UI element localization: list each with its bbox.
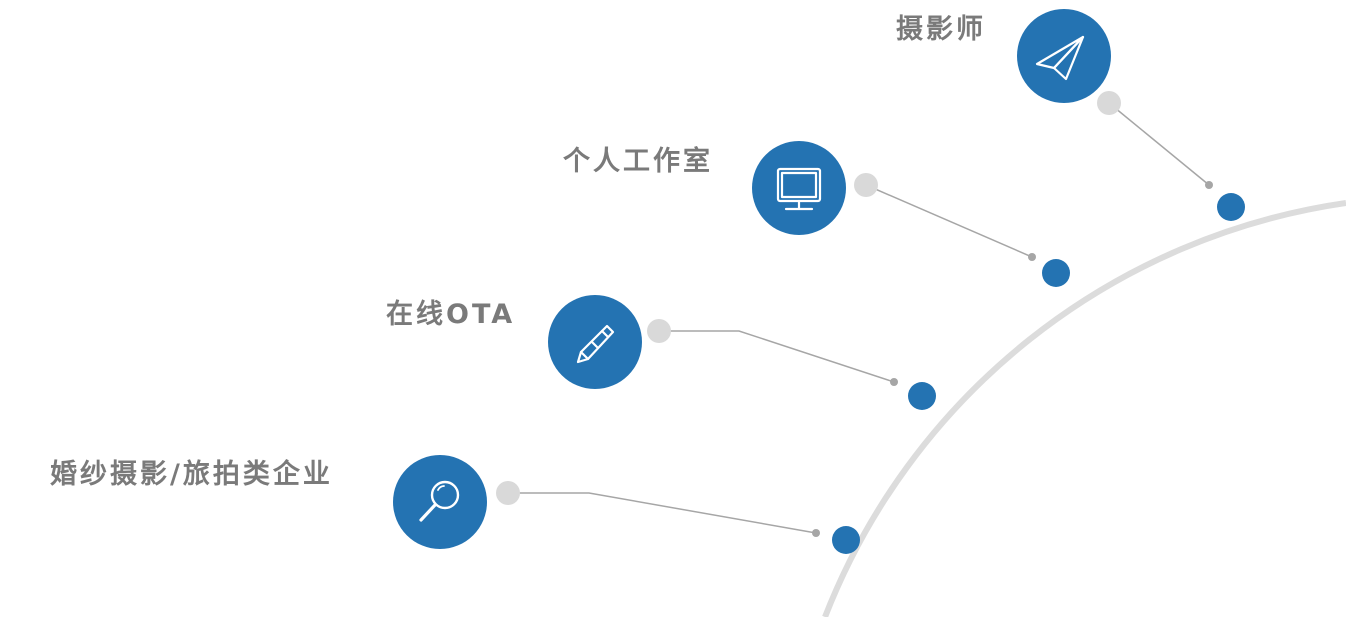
item-personal-studio xyxy=(752,141,1070,287)
grey-node xyxy=(647,319,671,343)
item-online-ota xyxy=(548,295,936,410)
item-wedding-photography xyxy=(393,455,860,554)
arc-node xyxy=(908,382,936,410)
arc-node xyxy=(832,526,860,554)
pencil-icon xyxy=(576,324,615,364)
label-photographer: 摄影师 xyxy=(896,14,986,45)
label-online-ota: 在线OTA xyxy=(386,299,516,330)
icon-badge xyxy=(393,455,487,549)
icon-badge xyxy=(548,295,642,389)
arc-node xyxy=(1042,259,1070,287)
grey-node xyxy=(854,173,878,197)
arc-node xyxy=(1217,193,1245,221)
icon-badge xyxy=(752,141,846,235)
connector-line xyxy=(1108,102,1210,186)
connector-end-dot xyxy=(812,529,820,537)
grey-node xyxy=(1097,91,1121,115)
label-wedding-photography: 婚纱摄影/旅拍类企业 xyxy=(50,459,333,490)
connector-end-dot xyxy=(1205,181,1213,189)
item-photographer xyxy=(1017,9,1245,221)
connector-line xyxy=(659,330,895,383)
paper-plane-icon xyxy=(1035,35,1085,81)
label-personal-studio: 个人工作室 xyxy=(563,146,713,177)
connector-end-dot xyxy=(1028,253,1036,261)
connector-end-dot xyxy=(890,378,898,386)
magnifier-icon xyxy=(419,480,460,522)
timeline-arc xyxy=(822,200,1346,619)
monitor-icon xyxy=(776,167,822,211)
icon-badge xyxy=(1017,9,1111,103)
connector-line xyxy=(508,492,817,534)
connector-line xyxy=(865,184,1033,258)
grey-node xyxy=(496,481,520,505)
